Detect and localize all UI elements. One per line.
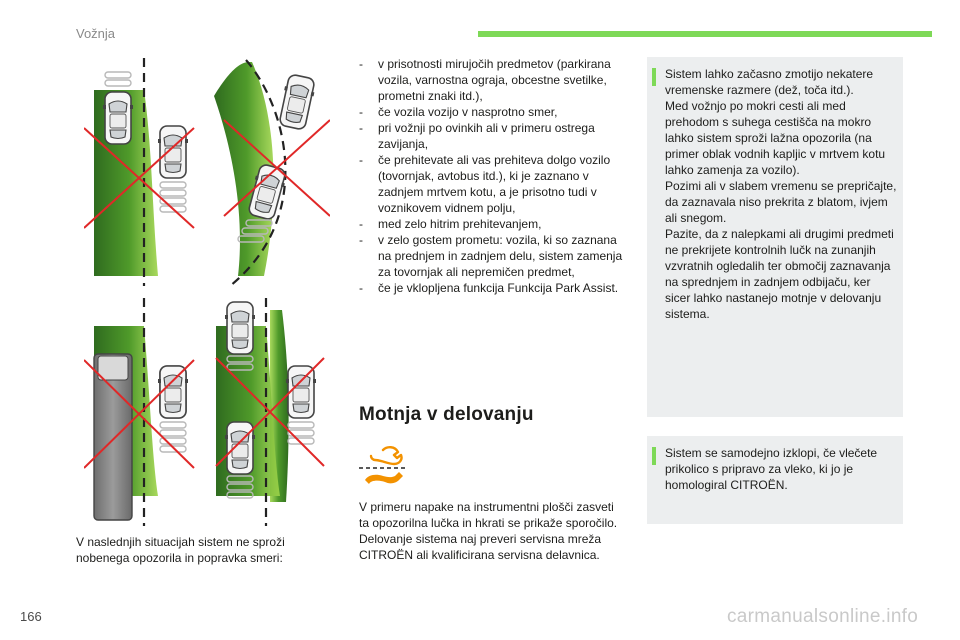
cars-diagram-icon [84, 58, 195, 286]
list-item: če vozila vozijo v nasprotno smer, [359, 104, 627, 120]
situations-caption: V naslednjih situacijah sistem ne sproži… [76, 535, 285, 565]
list-item: če je vklopljena funkcija Funkcija Park … [359, 280, 627, 296]
malfunction-paragraph: V primeru napake na instrumentni plošči … [359, 500, 618, 530]
malfunction-text: V primeru napake na instrumentni plošči … [359, 499, 627, 563]
truck-overtaking-illustration [84, 296, 208, 528]
info-icon [652, 447, 656, 465]
info-box-text: Sistem lahko začasno zmotijo nekatere vr… [665, 66, 897, 322]
trailer-info-box: Sistem se samodejno izklopi, če vlečete … [647, 436, 903, 524]
malfunction-heading: Motnja v delovanju [359, 404, 534, 425]
page-number: 166 [20, 609, 42, 624]
cars-diagram-icon [215, 298, 325, 526]
stationary-objects-illustration [84, 56, 208, 288]
list-item: če prehitevate ali vas prehiteva dolgo v… [359, 152, 627, 216]
cars-diagram-icon [214, 59, 330, 287]
list-item: v zelo gostem prometu: vozila, ki so zaz… [359, 232, 627, 280]
section-accent-bar [478, 31, 932, 37]
info-paragraph: Sistem lahko začasno zmotijo nekatere vr… [665, 67, 874, 97]
info-icon [652, 68, 656, 86]
malfunction-paragraph: Delovanje sistema naj preveri servisna m… [359, 532, 602, 562]
section-title: Vožnja [76, 26, 116, 41]
dense-traffic-illustration [206, 296, 330, 528]
list-item: pri vožnji po ovinkih ali v primeru ostr… [359, 120, 627, 152]
info-paragraph: Pozimi ali v slabem vremenu se prepričaj… [665, 179, 897, 225]
info-paragraph: Sistem se samodejno izklopi, če vlečete … [665, 446, 878, 492]
wrench-icon [359, 446, 407, 493]
list-item: med zelo hitrim prehitevanjem, [359, 216, 627, 232]
conditions-list: v prisotnosti mirujočih predmetov (parki… [359, 56, 627, 296]
tight-curve-illustration [206, 56, 330, 288]
weather-info-box: Sistem lahko začasno zmotijo nekatere vr… [647, 57, 903, 417]
info-box-text: Sistem se samodejno izklopi, če vlečete … [665, 445, 897, 493]
info-paragraph: Med vožnjo po mokri cesti ali med prehod… [665, 99, 886, 177]
cars-diagram-icon [84, 298, 195, 526]
info-paragraph: Pazite, da z nalepkami ali drugimi predm… [665, 227, 894, 321]
list-item: v prisotnosti mirujočih predmetov (parki… [359, 56, 627, 104]
watermark: carmanualsonline.info [727, 606, 919, 627]
